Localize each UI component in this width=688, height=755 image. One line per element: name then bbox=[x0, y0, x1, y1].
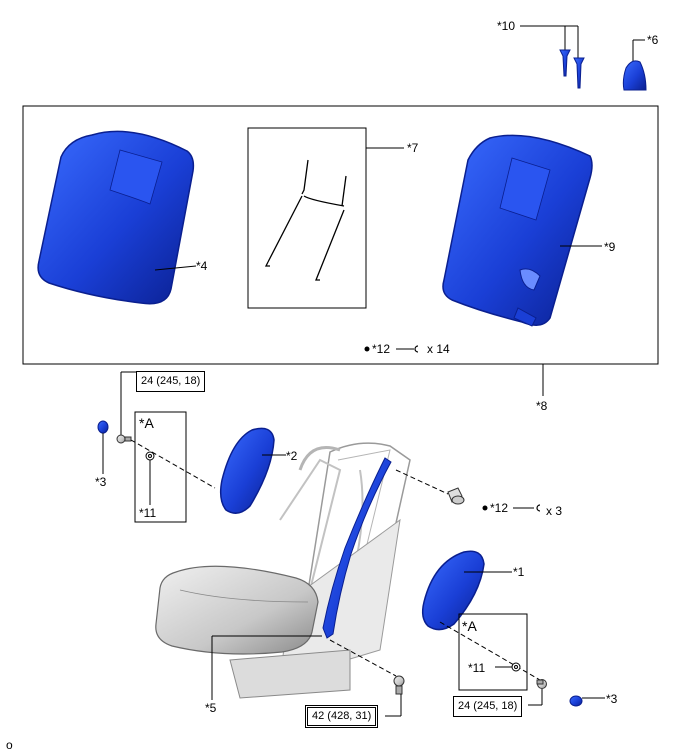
torque-upper-left: 24 (245, 18) bbox=[136, 371, 206, 392]
label-3-right: *3 bbox=[606, 692, 618, 706]
label-1: *1 bbox=[513, 565, 525, 579]
seat-frame-part bbox=[279, 442, 411, 681]
label-3-left: *3 bbox=[95, 475, 107, 489]
label-12-right: *12 bbox=[490, 501, 509, 515]
torque-lower-center: 42 (428, 31) bbox=[305, 705, 379, 728]
cap-3-left-part bbox=[97, 420, 109, 434]
washer-11-left-part bbox=[145, 451, 155, 505]
washer-11-right-part bbox=[495, 662, 521, 672]
dashed-axis-lower-center bbox=[329, 639, 397, 677]
label-8: *8 bbox=[536, 399, 548, 413]
seatback-assembly-frame bbox=[22, 105, 659, 365]
armrest-1-part bbox=[421, 550, 512, 631]
label-2: *2 bbox=[286, 449, 298, 463]
label-7: *7 bbox=[407, 141, 419, 155]
clip-upper-right-part bbox=[447, 487, 465, 505]
screw-10-part bbox=[520, 25, 585, 89]
spring-frame bbox=[247, 127, 367, 309]
label-10: *10 bbox=[497, 19, 516, 33]
label-4: *4 bbox=[196, 259, 208, 273]
label-9: *9 bbox=[604, 240, 616, 254]
label-11-right: *11 bbox=[468, 661, 486, 675]
torque-lower-right: 24 (245, 18) bbox=[453, 696, 523, 717]
label-x3: x 3 bbox=[546, 504, 563, 518]
corner-mark: o bbox=[6, 738, 13, 752]
harness-5-part bbox=[322, 457, 392, 639]
dashed-axis-left bbox=[130, 439, 216, 489]
springs-7-part bbox=[264, 147, 404, 281]
bolt-lower-center-part bbox=[385, 675, 405, 717]
seat-cushion-part bbox=[155, 565, 351, 699]
callout-title-right: *A bbox=[462, 618, 477, 634]
label-x14: x 14 bbox=[427, 342, 450, 356]
dashed-axis-top-right bbox=[395, 469, 449, 495]
seatback-cover-9-part bbox=[442, 134, 602, 327]
callout-box-right bbox=[458, 613, 528, 691]
label-12-top: *12 bbox=[372, 342, 391, 356]
dashed-axis-right bbox=[439, 621, 541, 681]
label-11-left: *11 bbox=[139, 506, 157, 520]
bolt-right-part bbox=[528, 679, 547, 706]
label-5: *5 bbox=[205, 701, 217, 715]
cover-6-part bbox=[622, 39, 647, 91]
hog-ring-legend-top bbox=[364, 345, 419, 353]
bolt-left-part bbox=[116, 371, 136, 444]
hog-ring-legend-right bbox=[482, 504, 541, 512]
cap-3-right-part bbox=[569, 695, 583, 707]
callout-box-left bbox=[134, 411, 187, 523]
label-6: *6 bbox=[647, 33, 659, 47]
armrest-2-part bbox=[219, 427, 286, 514]
seatback-pad-4-part bbox=[37, 130, 197, 305]
callout-title-left: *A bbox=[139, 415, 154, 431]
